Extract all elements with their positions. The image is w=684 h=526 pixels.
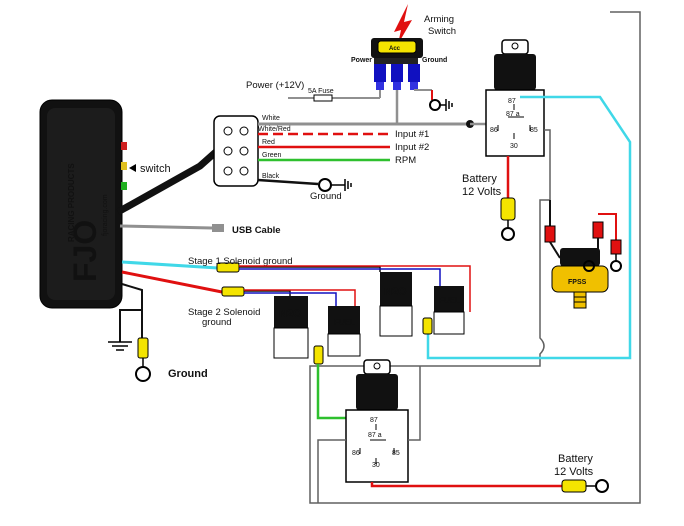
led-yellow — [121, 162, 127, 170]
relay-bottom-87: 87 — [370, 417, 378, 424]
wire-connector — [213, 115, 259, 187]
rpm-label: RPM — [395, 155, 416, 166]
fuse-icon — [313, 94, 333, 102]
stage1-wire — [121, 260, 219, 270]
relay-top-85: 85 — [530, 127, 538, 134]
stage2-label-1: Stage 2 Solenoid — [188, 307, 260, 318]
arming-switch-title-2: Switch — [428, 26, 456, 37]
arming-switch: Acc — [371, 38, 423, 90]
fpss-ring-right-icon — [610, 260, 622, 272]
bottom-battery-wire — [370, 482, 562, 488]
controller-brand-subtitle: RACING PRODUCTS — [67, 163, 76, 242]
black-wire — [257, 178, 319, 186]
battery-bottom-label-2: 12 Volts — [554, 466, 594, 478]
arming-ground-label: Ground — [422, 57, 447, 64]
arming-ground-ring-icon — [429, 99, 441, 111]
battery-bottom-label-1: Battery — [558, 453, 593, 465]
ring-terminal-icon — [318, 178, 332, 192]
fuse-label: 5A Fuse — [308, 88, 334, 95]
main-ground-label: Ground — [168, 368, 208, 380]
fpss-label: FPSS — [568, 279, 587, 286]
fpss-connector-right — [592, 221, 604, 239]
relay-top-87-cyan-wire — [426, 95, 632, 360]
controller-brand: FJO — [67, 220, 103, 282]
fuel-solenoid-stage2 — [327, 306, 361, 357]
lightning-icon — [394, 4, 412, 44]
wire-label-green: Green — [262, 152, 282, 159]
wire-label-white: White — [262, 115, 280, 122]
stage2-solenoid-connector — [313, 345, 324, 365]
relay-bottom-30: 30 — [372, 462, 380, 469]
stage2-wire — [121, 270, 223, 294]
relay-top-87a: 87 a — [506, 111, 520, 118]
relay-top-87: 87 — [508, 98, 516, 105]
led-red — [121, 142, 127, 150]
input1-label: Input #1 — [395, 129, 429, 140]
usb-plug-icon — [212, 224, 224, 232]
controller-box: FJO RACING PRODUCTS fjoracing.com — [39, 99, 127, 309]
usb-cable-wire — [119, 224, 213, 230]
n2o-label-stage2: N2O — [279, 308, 302, 320]
battery-top-label-1: Battery — [462, 173, 497, 185]
relay-bottom-85: 85 — [392, 450, 400, 457]
led-green — [121, 182, 127, 190]
switch-arrow — [129, 164, 136, 172]
stage2-label-2: ground — [202, 317, 232, 328]
fpss-connector-left — [544, 225, 556, 243]
fpss-ring-left-icon — [583, 260, 595, 272]
stage1-solenoid-connector — [422, 317, 433, 335]
fuel-label-stage1: FUEL — [439, 296, 460, 305]
n2o-solenoid-stage1 — [379, 272, 413, 337]
relay-top — [485, 39, 545, 157]
n2o-solenoid-stage2 — [273, 296, 309, 359]
battery-bottom-connector — [561, 479, 587, 493]
stage1-label: Stage 1 Solenoid ground — [188, 256, 293, 267]
main-ground-symbol-icon — [108, 341, 132, 351]
ground-symbol-icon — [344, 179, 352, 191]
fpss-connector-ground — [610, 239, 622, 255]
n2o-label-stage1: N2O — [384, 286, 407, 298]
relay-top-86: 86 — [490, 127, 498, 134]
fuel-label-stage2: FUEL — [334, 318, 355, 327]
battery-top-connector — [500, 197, 516, 221]
battery-bottom-ring-icon — [595, 479, 609, 493]
power-label: Power (+12V) — [246, 80, 304, 91]
main-ground-connector — [137, 337, 149, 359]
harness-cable — [116, 147, 221, 216]
main-ground-ring-icon — [135, 366, 151, 382]
fuel-solenoid-stage1 — [433, 286, 465, 335]
arming-switch-title-1: Arming — [424, 14, 454, 25]
relay-top-30: 30 — [510, 143, 518, 150]
arming-switch-acc: Acc — [389, 46, 401, 52]
relay-bottom — [345, 359, 409, 483]
battery-top-ring-icon — [501, 227, 515, 241]
input2-label: Input #2 — [395, 142, 429, 153]
controller-website: fjoracing.com — [102, 194, 109, 236]
usb-label: USB Cable — [232, 225, 281, 236]
connector-ground-label: Ground — [310, 191, 342, 202]
battery-top-label-2: 12 Volts — [462, 186, 502, 198]
wire-label-white-red: White/Red — [258, 126, 291, 133]
relay-bottom-86: 86 — [352, 450, 360, 457]
arming-ground-symbol-icon — [440, 99, 453, 111]
arming-power-label: Power — [351, 57, 372, 64]
relay-bottom-87a: 87 a — [368, 432, 382, 439]
wire-label-black: Black — [262, 173, 280, 180]
wire-label-red: Red — [262, 139, 275, 146]
stage2-connector — [221, 286, 245, 297]
relay-top-ground-wire — [309, 11, 641, 504]
switch-label: switch — [140, 163, 171, 175]
